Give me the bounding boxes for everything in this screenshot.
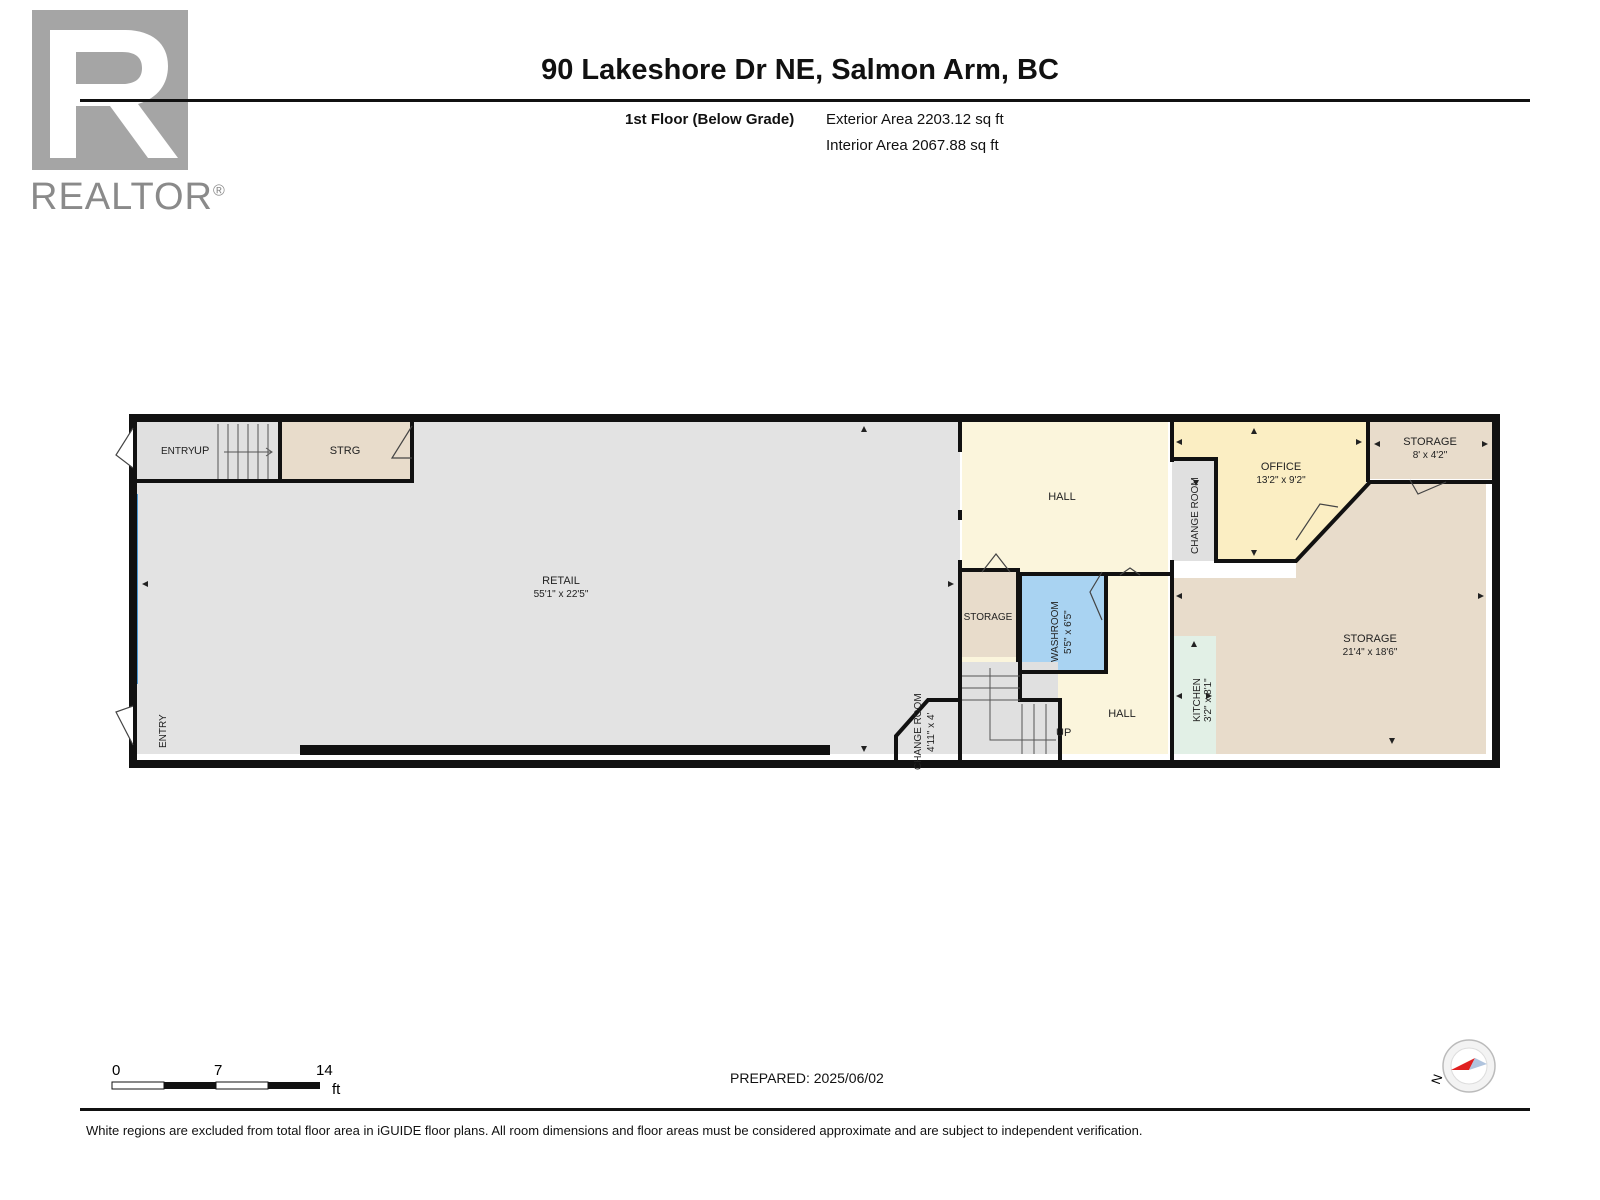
strg-label: STRG [330, 445, 361, 457]
change-room-right-fill [1172, 459, 1214, 561]
disclaimer-text: White regions are excluded from total fl… [86, 1123, 1143, 1138]
up-lower-label: UP [1056, 727, 1071, 739]
scale-tick-0: 0 [112, 1062, 120, 1079]
dimension-markers [142, 426, 1488, 752]
footer-rule [80, 1108, 1530, 1111]
hall-upper-label: HALL [1048, 491, 1076, 503]
storage-top-label: STORAGE [1403, 436, 1457, 448]
storage-large-dims: 21'4" x 18'6" [1343, 647, 1398, 658]
strg-fill [280, 421, 410, 479]
retail-dims: 55'1" x 22'5" [534, 589, 589, 600]
washroom-dims: 5'5" x 6'5" [1063, 610, 1074, 654]
logo-r-glyph [50, 30, 178, 158]
prepared-date: PREPARED: 2025/06/02 [730, 1070, 884, 1086]
entry-stairs [217, 424, 273, 479]
up-top-label: UP [194, 445, 209, 457]
exterior-wall [129, 414, 1500, 768]
logo-wordmark: REALTOR® [30, 176, 226, 218]
storage-large-upper-fill [1296, 482, 1486, 578]
change-room-left-label: CHANGE ROOM [913, 693, 924, 770]
lower-stair-fill [962, 662, 1058, 754]
office-label: OFFICE [1261, 461, 1301, 473]
retail-label: RETAIL [542, 575, 580, 587]
realtor-logo [32, 10, 188, 170]
storage-large-fill [1172, 578, 1486, 754]
lower-stairs [962, 668, 1056, 754]
entry-top-label: ENTRY [161, 446, 195, 457]
scale-tick-7: 7 [214, 1062, 222, 1079]
scale-bar: 0 7 14 ft [110, 1058, 360, 1115]
change-room-left-dims: 4'11" x 4' [926, 712, 937, 752]
interior-area: Interior Area 2067.88 sq ft [826, 137, 999, 154]
scale-tick-14: 14 [316, 1062, 333, 1079]
interior-walls [136, 415, 1492, 760]
change-room-right-label: CHANGE ROOM [1190, 477, 1201, 554]
entry-stair-fill [136, 421, 280, 479]
storage-small-label: STORAGE [964, 612, 1013, 623]
scale-graphic: 0 7 14 ft [111, 1062, 341, 1098]
thick-wall-segment [300, 745, 830, 755]
entry-bottom-label: ENTRY [158, 714, 169, 748]
door-swings [115, 425, 1447, 746]
scale-unit: ft [332, 1081, 341, 1098]
washroom-label: WASHROOM [1050, 601, 1061, 662]
office-dims: 13'2" x 9'2" [1256, 475, 1306, 486]
storage-top-fill [1370, 415, 1492, 479]
hall-upper-fill [962, 421, 1168, 568]
storage-small-fill [962, 571, 1018, 657]
floor-name: 1st Floor (Below Grade) [625, 111, 795, 128]
storage-top-dims: 8' x 4'2" [1413, 450, 1448, 461]
kitchen-label: KITCHEN [1192, 678, 1203, 722]
compass-north-label: N [1428, 1072, 1445, 1086]
hall-lower-label: HALL [1108, 708, 1136, 720]
exterior-area: Exterior Area 2203.12 sq ft [826, 111, 1004, 128]
page-title: 90 Lakeshore Dr NE, Salmon Arm, BC [541, 54, 1059, 86]
kitchen-dims: 3'2" x 8'1" [1203, 678, 1214, 722]
header-rule [80, 99, 1530, 102]
compass-icon: N [1428, 1039, 1496, 1093]
storage-large-label: STORAGE [1343, 633, 1397, 645]
